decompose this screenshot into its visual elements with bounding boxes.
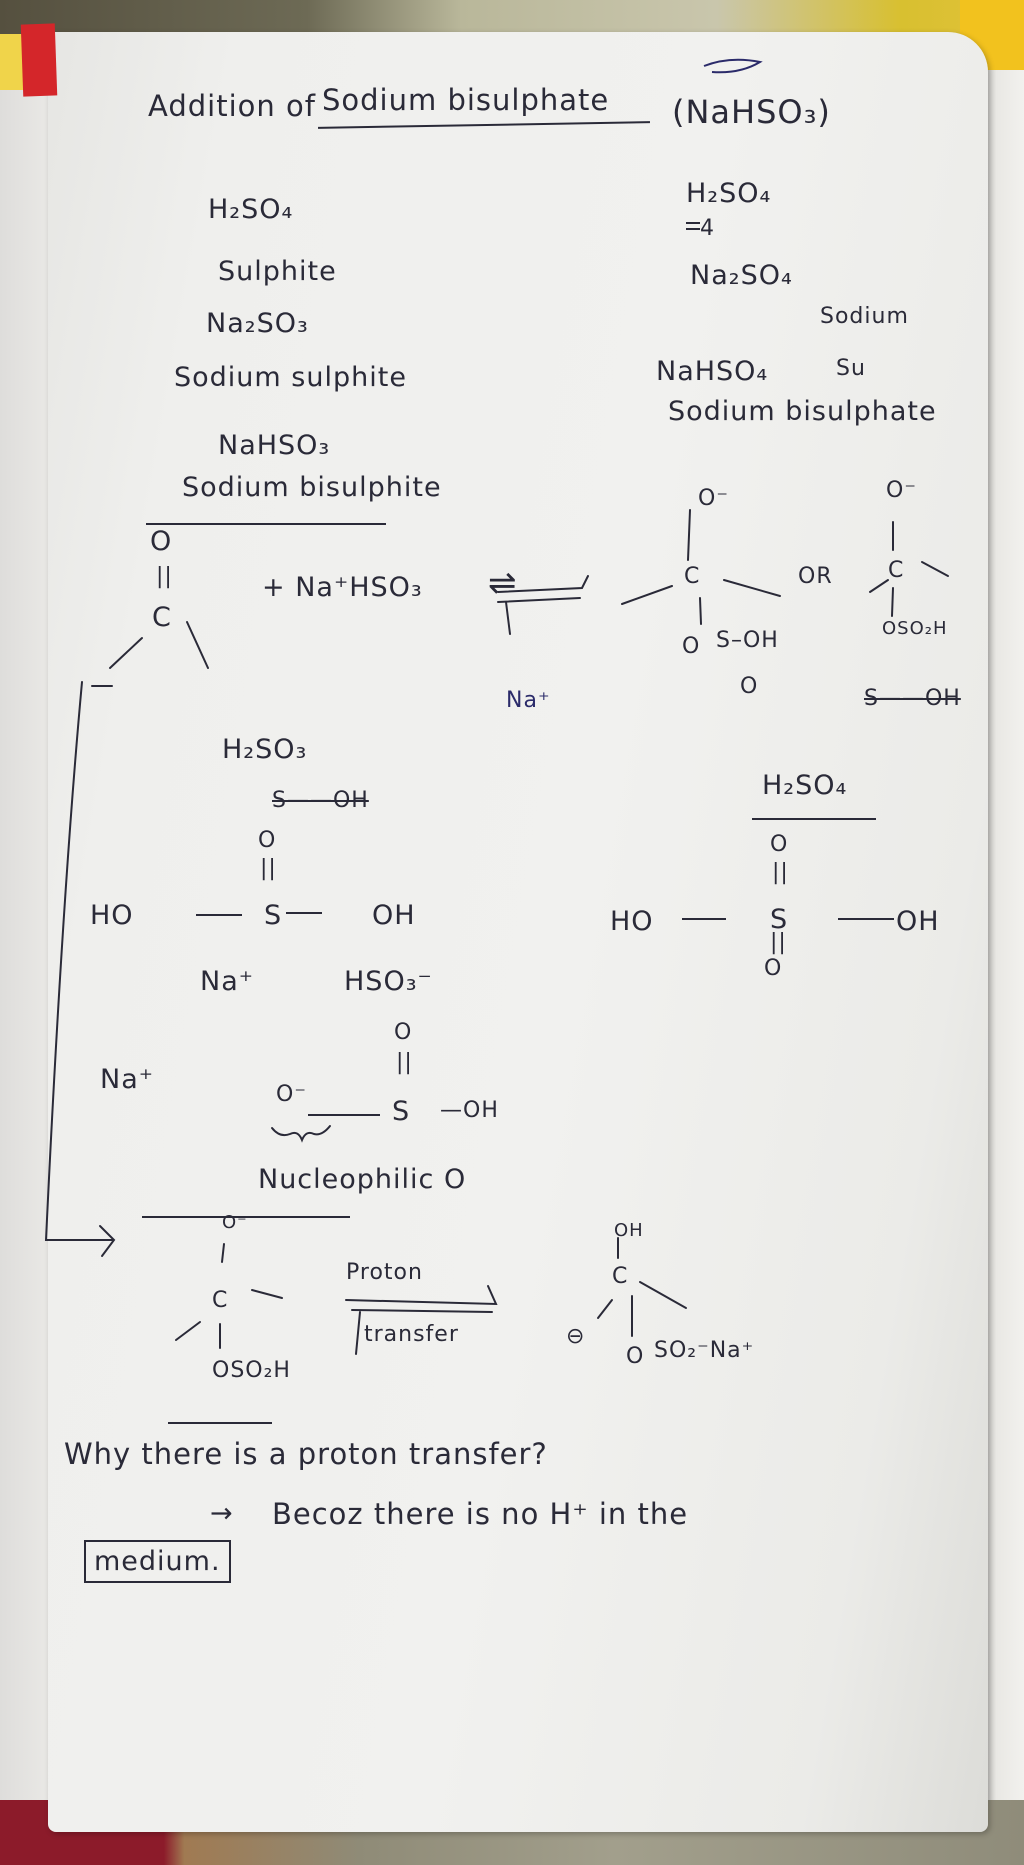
- carbonyl-bond-left: [109, 637, 143, 669]
- h2so3-struck: S——OH: [272, 788, 369, 813]
- section-divider: [146, 523, 386, 525]
- prod-carbon: C: [612, 1264, 629, 1289]
- bisulphite-oh: —OH: [440, 1098, 499, 1123]
- right-nahso4-name: Sodium bisulphate: [668, 396, 937, 427]
- h2so3-oh: OH: [372, 900, 416, 931]
- question-text: Why there is a proton transfer?: [64, 1437, 548, 1471]
- right-h2so4: H₂SO₄: [686, 178, 772, 209]
- right-su-note: Su: [836, 356, 866, 381]
- right-dash-a: [686, 222, 700, 224]
- left-nahso3-name: Sodium bisulphite: [182, 472, 442, 503]
- p1-o-minus: O⁻: [698, 486, 729, 511]
- h2so4-double-bond-top: ||: [772, 860, 789, 885]
- h2so4-o-top: O: [770, 832, 789, 857]
- arrow-label-proton: Proton: [346, 1260, 423, 1285]
- left-na2so3-name: Sodium sulphite: [174, 362, 407, 393]
- p2-oso2h: OSO₂H: [882, 618, 948, 639]
- bisulphite-na: Na⁺: [100, 1064, 154, 1095]
- p1-s-oh: S–OH: [716, 628, 779, 653]
- prod-oxygen: O: [626, 1344, 645, 1369]
- title-underlined: Sodium bisulphate: [322, 83, 610, 117]
- h2so4-ho: HO: [610, 906, 654, 937]
- answer-arrow: →: [210, 1498, 234, 1529]
- bisulphite-o-top: O: [394, 1020, 413, 1045]
- prod-left-group: ⊖: [566, 1324, 586, 1349]
- h2so3-ho: HO: [90, 900, 134, 931]
- p1-oxygen: O: [682, 634, 701, 659]
- h2so4-bond-right: [838, 918, 894, 920]
- section-divider-2: [142, 1216, 350, 1218]
- h2so3-double-bond: ||: [260, 856, 277, 881]
- right-four-note: 4: [700, 216, 715, 241]
- bisulphite-o-minus: O⁻: [276, 1082, 307, 1107]
- p1-carbon: C: [684, 564, 701, 589]
- p2-o-minus: O⁻: [886, 478, 917, 503]
- title-prefix: Addition of: [148, 89, 316, 123]
- int-carbon: C: [212, 1288, 229, 1313]
- h2so3-s: S: [264, 900, 283, 931]
- h2so3-bond-left: [196, 914, 242, 916]
- bisulphite-double-bond: ||: [396, 1050, 413, 1075]
- h2so3-bond-right: [286, 912, 322, 914]
- left-nahso3: NaHSO₃: [218, 430, 331, 461]
- answer-boxed-word: medium.: [84, 1540, 231, 1583]
- nucleophilic-note: Nucleophilic O: [258, 1164, 467, 1195]
- int-underline: [168, 1422, 272, 1424]
- scribbled-na: Na⁺: [506, 688, 551, 713]
- h2so4-oh: OH: [896, 906, 940, 937]
- carbonyl-double-bond: ||: [156, 564, 173, 589]
- arrow-label-transfer: transfer: [364, 1322, 459, 1347]
- carbonyl-oxygen: O: [150, 526, 173, 557]
- int-oso2h: OSO₂H: [212, 1358, 291, 1383]
- p2-struck-s-oh: S——OH: [864, 686, 961, 711]
- ion-na: Na⁺: [200, 966, 254, 997]
- right-na2so4: Na₂SO₄: [690, 260, 793, 291]
- prod-so2-na: SO₂⁻Na⁺: [654, 1338, 755, 1363]
- p1-s-oxygen: O: [740, 674, 759, 699]
- h2so3-o-top: O: [258, 828, 277, 853]
- reagent-nahso3: + Na⁺HSO₃: [262, 572, 423, 603]
- notebook-page: [48, 32, 988, 1832]
- h2so4-o-bottom: O: [764, 956, 783, 981]
- prod-oh: OH: [614, 1220, 644, 1241]
- right-dash-b: [686, 228, 700, 230]
- title-formula: (NaHSO₃): [672, 93, 831, 131]
- equilibrium-arrow: ⇌: [488, 563, 518, 603]
- h2so4-double-bond-bottom: ||: [770, 930, 787, 955]
- ion-hso3: HSO₃⁻: [344, 966, 433, 997]
- h2so4-underline: [752, 818, 876, 820]
- int-o-minus: O⁻: [222, 1212, 248, 1233]
- p1-or: OR: [798, 564, 833, 589]
- h2so3-formula: H₂SO₃: [222, 734, 308, 765]
- h2so4-bond-left: [682, 918, 726, 920]
- bisulphite-s: S: [392, 1096, 411, 1127]
- right-sodium-word: Sodium: [820, 304, 909, 329]
- p2-carbon: C: [888, 558, 905, 583]
- left-na2so3: Na₂SO₃: [206, 308, 309, 339]
- carbonyl-carbon: C: [152, 602, 172, 633]
- carbonyl-bond-right: [186, 621, 209, 669]
- h2so4-formula: H₂SO₄: [762, 770, 848, 801]
- answer-text: Becoz there is no H⁺ in the: [272, 1497, 689, 1531]
- bisulphite-bond-left: [308, 1114, 380, 1116]
- left-h2so4: H₂SO₄: [208, 194, 294, 225]
- right-nahso4: NaHSO₄: [656, 356, 769, 387]
- left-sulphite-label: Sulphite: [218, 256, 337, 287]
- h2so4-s: S: [770, 904, 789, 935]
